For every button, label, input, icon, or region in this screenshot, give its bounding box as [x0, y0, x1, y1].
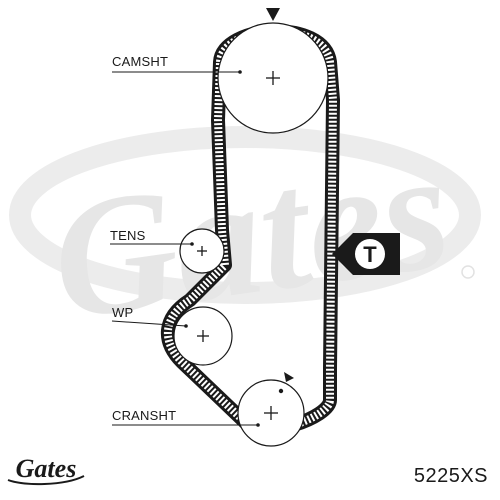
top-timing-arrow-icon [266, 8, 280, 21]
gates-logo: Gates [7, 454, 85, 486]
tensioner-pulley [179, 228, 225, 274]
tensioner-label: TENS [110, 228, 146, 243]
water-pump-label: WP [112, 305, 134, 320]
tension-marker-badge: T [332, 233, 400, 275]
crankshaft-label: CRANSHT [112, 408, 177, 423]
camshaft-pulley [217, 22, 329, 134]
tension-badge-letter: T [363, 242, 377, 267]
part-number: 5225XS [413, 465, 488, 487]
gates-watermark: Gates [9, 114, 481, 356]
camshaft-label: CAMSHT [112, 54, 169, 69]
watermark-oval [9, 126, 481, 304]
registered-mark-icon [461, 265, 475, 279]
crankshaft-pulley [237, 379, 305, 447]
crank-timing-arrow-icon [284, 372, 294, 382]
water-pump-pulley [173, 306, 233, 366]
gates-logo-text: Gates [16, 454, 77, 483]
leader-lines [110, 70, 260, 427]
crank-timing-dot [278, 388, 284, 394]
